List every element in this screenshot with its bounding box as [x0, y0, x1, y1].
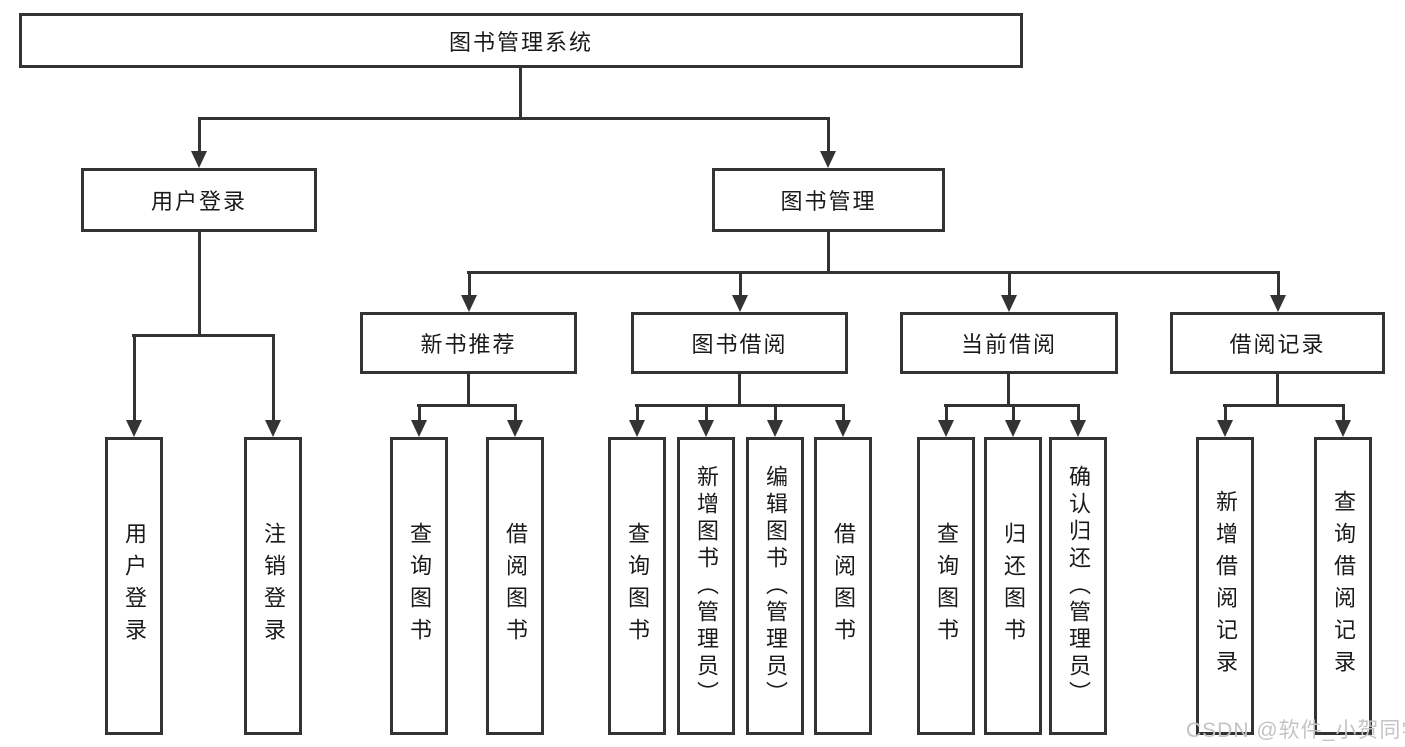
- arrow-down-icon: [1270, 295, 1286, 312]
- connector-line: [198, 232, 201, 335]
- connector-line: [945, 404, 948, 420]
- node-book-management: 图书管理: [712, 168, 945, 232]
- leaf-add-borrow-record: 新增借阅记录: [1196, 437, 1254, 735]
- node-label: 借阅图书: [831, 522, 856, 650]
- arrow-down-icon: [938, 420, 954, 437]
- arrow-down-icon: [629, 420, 645, 437]
- connector-line: [514, 404, 517, 420]
- node-label: 查询图书: [625, 522, 650, 650]
- connector-line: [636, 404, 639, 420]
- connector-line: [1077, 404, 1080, 420]
- leaf-query-borrow-record: 查询借阅记录: [1314, 437, 1372, 735]
- connector-line: [1224, 404, 1227, 420]
- arrow-down-icon: [461, 295, 477, 312]
- node-label: 新增借阅记录: [1213, 490, 1238, 682]
- connector-line: [133, 334, 136, 420]
- arrow-down-icon: [191, 151, 207, 168]
- leaf-user-login: 用户登录: [105, 437, 163, 735]
- node-label: 查询借阅记录: [1331, 490, 1356, 682]
- arrow-down-icon: [1335, 420, 1351, 437]
- leaf-add-book-admin: 新增图书（管理员）: [677, 437, 735, 735]
- node-label: 查询图书: [934, 522, 959, 650]
- connector-line: [519, 68, 522, 118]
- connector-line: [705, 404, 708, 420]
- connector-line: [842, 404, 845, 420]
- arrow-down-icon: [1001, 295, 1017, 312]
- connector-line: [1277, 271, 1280, 296]
- connector-line: [417, 404, 517, 407]
- connector-line: [272, 334, 275, 420]
- leaf-query-books-1: 查询图书: [390, 437, 448, 735]
- node-new-book-recommend: 新书推荐: [360, 312, 577, 374]
- connector-line: [1012, 404, 1015, 420]
- connector-line: [1007, 374, 1010, 405]
- leaf-edit-book-admin: 编辑图书（管理员）: [746, 437, 804, 735]
- leaf-borrow-books-2: 借阅图书: [814, 437, 872, 735]
- node-label: 用户登录: [122, 522, 147, 650]
- node-label: 图书借阅: [691, 332, 788, 357]
- arrow-down-icon: [265, 420, 281, 437]
- connector-line: [1223, 404, 1345, 407]
- leaf-query-books-3: 查询图书: [917, 437, 975, 735]
- connector-line: [132, 334, 274, 337]
- connector-line: [827, 117, 830, 151]
- arrow-down-icon: [767, 420, 783, 437]
- node-label: 借阅图书: [503, 522, 528, 650]
- node-label: 图书管理: [780, 189, 877, 214]
- arrow-down-icon: [732, 295, 748, 312]
- node-borrowing-records: 借阅记录: [1170, 312, 1385, 374]
- node-label: 新增图书（管理员）: [694, 464, 719, 708]
- node-label: 注销登录: [261, 522, 286, 650]
- arrow-down-icon: [507, 420, 523, 437]
- leaf-borrow-books-1: 借阅图书: [486, 437, 544, 735]
- connector-line: [774, 404, 777, 420]
- connector-line: [198, 117, 830, 120]
- connector-line: [1008, 271, 1011, 296]
- node-root-library-system: 图书管理系统: [19, 13, 1023, 68]
- node-label: 编辑图书（管理员）: [763, 464, 788, 708]
- connector-line: [827, 232, 830, 272]
- node-current-borrowing: 当前借阅: [900, 312, 1118, 374]
- arrow-down-icon: [1005, 420, 1021, 437]
- leaf-confirm-return-admin: 确认归还（管理员）: [1049, 437, 1107, 735]
- node-label: 归还图书: [1001, 522, 1026, 650]
- leaf-return-book: 归还图书: [984, 437, 1042, 735]
- connector-line: [468, 271, 471, 296]
- connector-line: [198, 117, 201, 151]
- arrow-down-icon: [411, 420, 427, 437]
- node-label: 确认归还（管理员）: [1066, 464, 1091, 708]
- arrow-down-icon: [835, 420, 851, 437]
- arrow-down-icon: [820, 151, 836, 168]
- node-book-borrowing: 图书借阅: [631, 312, 848, 374]
- node-label: 图书管理系统: [448, 29, 593, 55]
- node-label: 当前借阅: [960, 332, 1057, 357]
- connector-line: [1342, 404, 1345, 420]
- arrow-down-icon: [1070, 420, 1086, 437]
- node-label: 用户登录: [150, 189, 247, 214]
- csdn-watermark: CSDN @软件_小贺同学: [1186, 719, 1405, 742]
- leaf-logout: 注销登录: [244, 437, 302, 735]
- arrow-down-icon: [1217, 420, 1233, 437]
- connector-line: [635, 404, 845, 407]
- node-user-login: 用户登录: [81, 168, 317, 232]
- connector-line: [738, 374, 741, 405]
- node-label: 借阅记录: [1229, 332, 1326, 357]
- arrow-down-icon: [126, 420, 142, 437]
- node-label: 查询图书: [407, 522, 432, 650]
- connector-line: [467, 374, 470, 405]
- connector-line: [418, 404, 421, 420]
- connector-line: [739, 271, 742, 296]
- arrow-down-icon: [698, 420, 714, 437]
- node-label: 新书推荐: [420, 332, 517, 357]
- leaf-query-books-2: 查询图书: [608, 437, 666, 735]
- connector-line: [467, 271, 1279, 274]
- connector-line: [1276, 374, 1279, 405]
